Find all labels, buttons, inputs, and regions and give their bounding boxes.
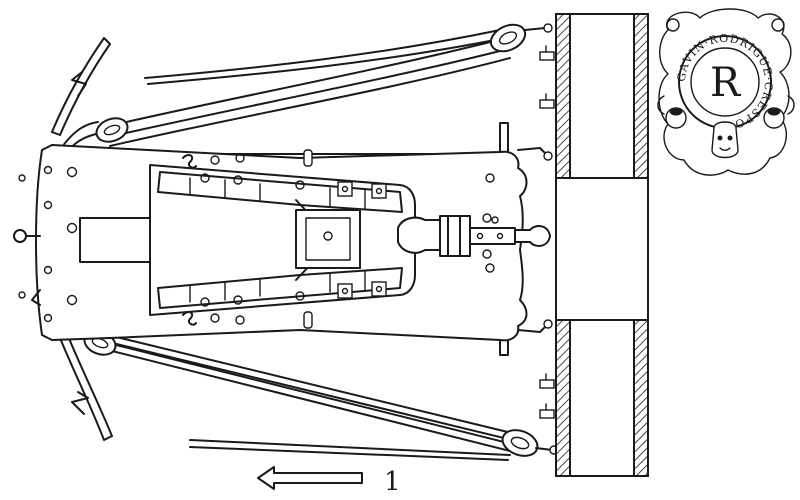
upper-tackle-blocks	[95, 23, 553, 143]
ring-bolt-icon	[13, 229, 27, 243]
seal-monogram: GAVIN·RODRIGUE·CRESPO·E R	[657, 8, 795, 176]
figure-label: 1	[384, 467, 401, 497]
arrow-left-icon	[257, 466, 363, 490]
lower-tackle-ropes	[57, 321, 521, 453]
carriage-bolts	[13, 165, 499, 323]
gun-barrel	[397, 213, 551, 259]
carriage-cheeks	[149, 164, 416, 316]
upper-tackle-ropes	[57, 29, 511, 166]
rail-brackets	[517, 45, 555, 419]
seal-letter: R	[710, 60, 742, 106]
ship-side-wall	[555, 13, 649, 477]
left-breeching-hooks	[51, 37, 113, 441]
transom-block	[79, 209, 361, 269]
cheek-hooks	[182, 149, 313, 329]
deck-lines	[189, 439, 511, 461]
gun-port-icon	[555, 177, 649, 321]
